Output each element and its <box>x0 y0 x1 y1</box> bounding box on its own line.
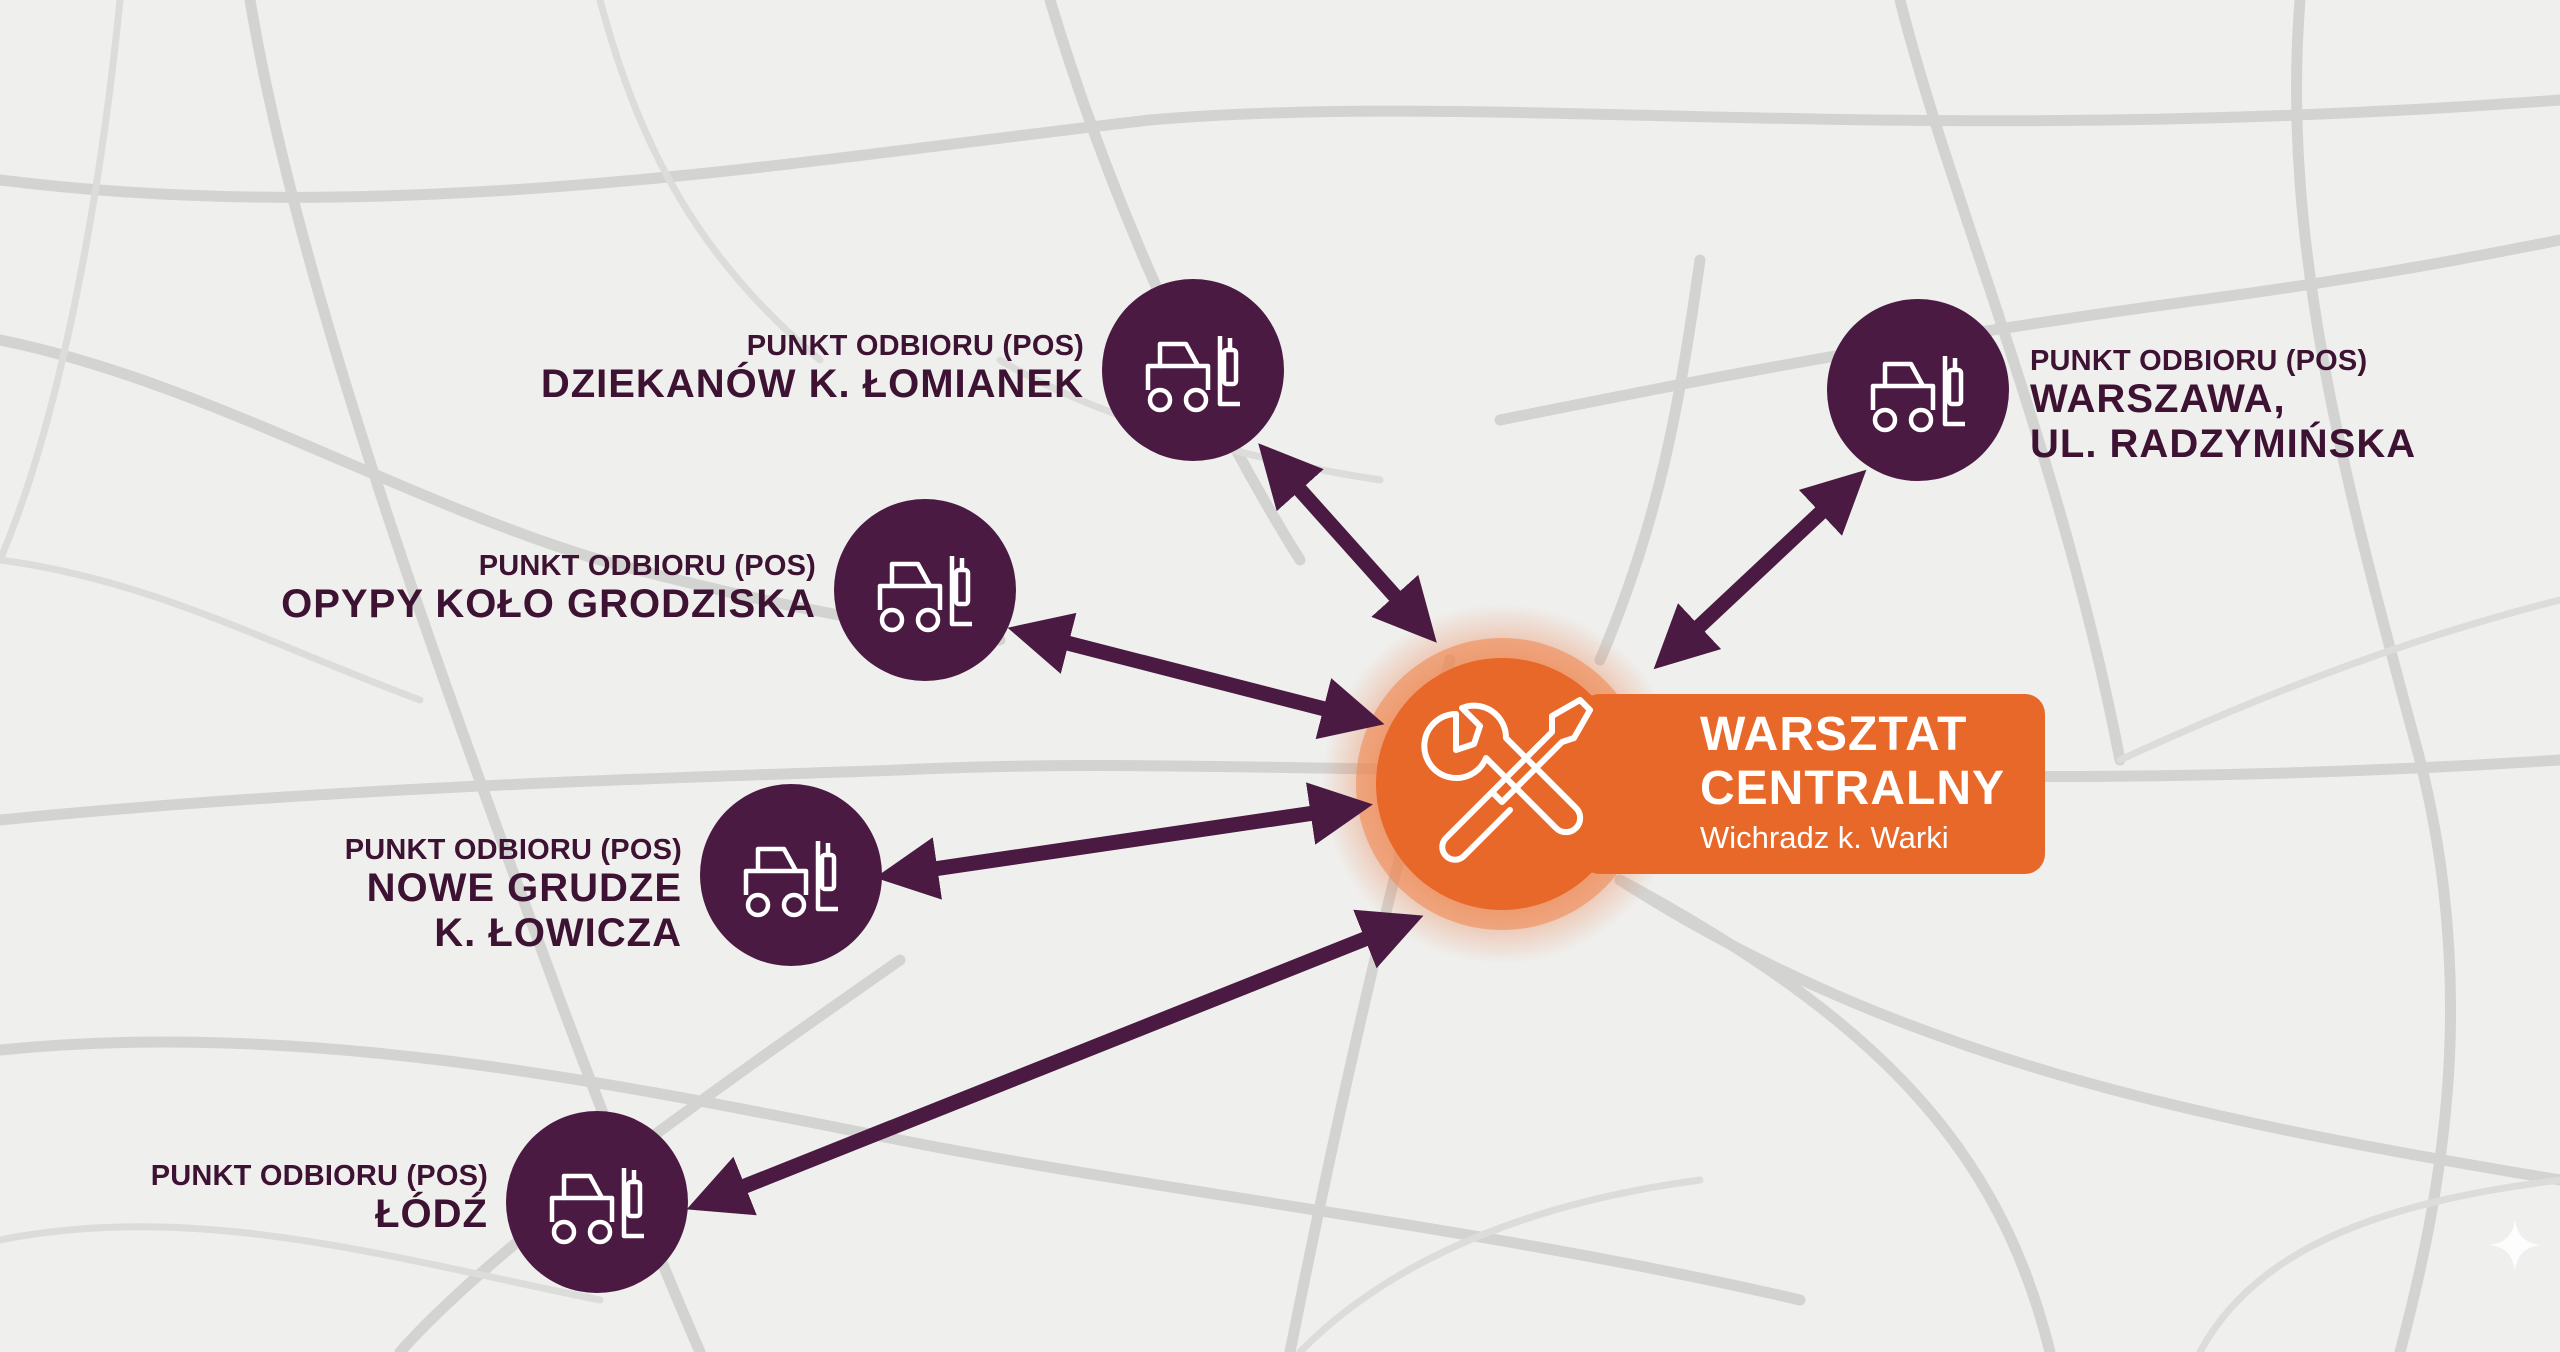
label-opypy: PUNKT ODBIORU (POS) OPYPY KOŁO GRODZISKA <box>281 550 816 627</box>
label-caption: PUNKT ODBIORU (POS) <box>150 1160 488 1192</box>
arrow-dziekanow <box>1258 443 1437 643</box>
label-nowe-grudze: PUNKT ODBIORU (POS) NOWE GRUDZE K. ŁOWIC… <box>345 834 682 956</box>
node-nowe-grudze <box>700 784 882 966</box>
arrow-warszawa <box>1653 469 1867 670</box>
label-caption: PUNKT ODBIORU (POS) <box>344 834 682 866</box>
label-warszawa: PUNKT ODBIORU (POS) WARSZAWA, UL. RADZYM… <box>2030 345 2416 467</box>
hub-title: WARSZTAT CENTRALNY <box>1700 708 2005 815</box>
node-opypy <box>834 499 1016 681</box>
arrow-lodz <box>686 909 1424 1216</box>
arrow-nowe-grudze <box>875 782 1373 900</box>
label-dziekanow: PUNKT ODBIORU (POS) DZIEKANÓW K. ŁOMIANE… <box>541 330 1084 407</box>
label-caption: PUNKT ODBIORU (POS) <box>2030 345 2368 377</box>
label-name: OPYPY KOŁO GRODZISKA <box>281 582 816 627</box>
label-name: WARSZAWA, UL. RADZYMIŃSKA <box>2030 377 2417 467</box>
arrow-opypy <box>1007 612 1385 740</box>
label-caption: PUNKT ODBIORU (POS) <box>478 550 816 582</box>
node-dziekanow <box>1102 279 1284 461</box>
node-lodz <box>506 1111 688 1293</box>
hub-label: WARSZTAT CENTRALNY Wichradz k. Warki <box>1700 708 2005 856</box>
hub-subtitle: Wichradz k. Warki <box>1700 819 1949 855</box>
hub-label-box <box>1580 694 2045 874</box>
label-caption: PUNKT ODBIORU (POS) <box>746 330 1084 362</box>
label-name: ŁÓDŹ <box>375 1192 488 1237</box>
label-lodz: PUNKT ODBIORU (POS) ŁÓDŹ <box>151 1160 488 1237</box>
node-warszawa <box>1827 299 2009 481</box>
label-name: NOWE GRUDZE K. ŁOWICZA <box>366 866 682 956</box>
label-name: DZIEKANÓW K. ŁOMIANEK <box>540 362 1084 407</box>
wrench-screwdriver-icon <box>1421 697 1593 863</box>
